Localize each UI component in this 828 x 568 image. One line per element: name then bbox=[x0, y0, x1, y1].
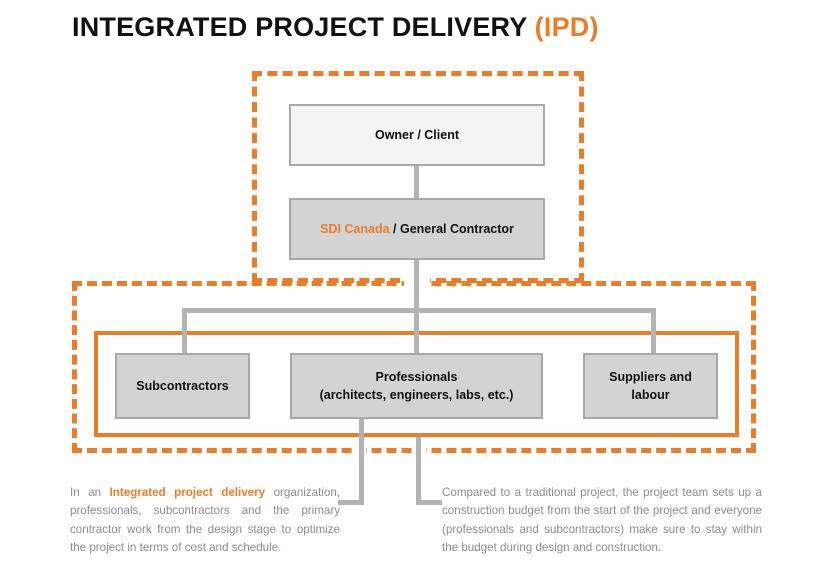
connector-owner-to-gc bbox=[414, 166, 419, 198]
caption-right: Compared to a traditional project, the p… bbox=[442, 484, 762, 557]
node-professionals[interactable]: Professionals (architects, engineers, lab… bbox=[290, 353, 543, 419]
node-professionals-text: Professionals (architects, engineers, lab… bbox=[320, 368, 514, 404]
node-general-contractor-label: / General Contractor bbox=[389, 221, 514, 236]
page-title: INTEGRATED PROJECT DELIVERY (IPD) bbox=[72, 12, 599, 43]
connector-right-caption-vertical bbox=[416, 437, 421, 505]
node-subcontractors[interactable]: Subcontractors bbox=[115, 353, 250, 419]
connector-left-caption-overlap bbox=[359, 443, 364, 461]
node-professionals-label-line2: (architects, engineers, labs, etc.) bbox=[319, 388, 514, 402]
connector-bus-to-subcontractors bbox=[182, 308, 187, 354]
connector-right-caption-overlap bbox=[416, 443, 421, 461]
page-title-accent: (IPD) bbox=[534, 12, 599, 42]
node-suppliers-labour-text: Suppliers and labour bbox=[609, 368, 692, 404]
caption-left-post: organization, professionals, subcontract… bbox=[70, 486, 340, 554]
node-owner-client[interactable]: Owner / Client bbox=[289, 104, 545, 166]
node-suppliers-labour-label-line1: Suppliers and bbox=[609, 369, 692, 384]
node-general-contractor-accent-label: SDI Canada bbox=[320, 221, 390, 236]
node-professionals-label-line1: Professionals bbox=[375, 369, 458, 384]
connector-right-caption-tick bbox=[416, 500, 442, 505]
caption-left-pre: In an bbox=[70, 486, 110, 499]
node-owner-client-label: Owner / Client bbox=[374, 127, 460, 142]
caption-right-text: Compared to a traditional project, the p… bbox=[442, 486, 762, 554]
connector-left-caption-tick bbox=[338, 500, 364, 505]
page-title-main: INTEGRATED PROJECT DELIVERY bbox=[72, 12, 535, 42]
node-suppliers-labour[interactable]: Suppliers and labour bbox=[583, 353, 718, 419]
node-general-contractor-text: SDI Canada / General Contractor bbox=[320, 220, 514, 238]
connector-bus-to-professionals bbox=[414, 308, 419, 354]
node-general-contractor[interactable]: SDI Canada / General Contractor bbox=[289, 198, 545, 260]
connector-bus-to-suppliers bbox=[651, 308, 656, 354]
connector-left-caption-vertical bbox=[359, 419, 364, 505]
node-suppliers-labour-label-line2: labour bbox=[631, 388, 670, 402]
caption-left: In an Integrated project delivery organi… bbox=[70, 484, 340, 557]
node-subcontractors-label: Subcontractors bbox=[136, 378, 229, 393]
connector-gc-to-bus-overlap bbox=[414, 274, 419, 290]
connector-bus-horizontal bbox=[182, 308, 656, 313]
caption-left-accent: Integrated project delivery bbox=[109, 486, 266, 499]
